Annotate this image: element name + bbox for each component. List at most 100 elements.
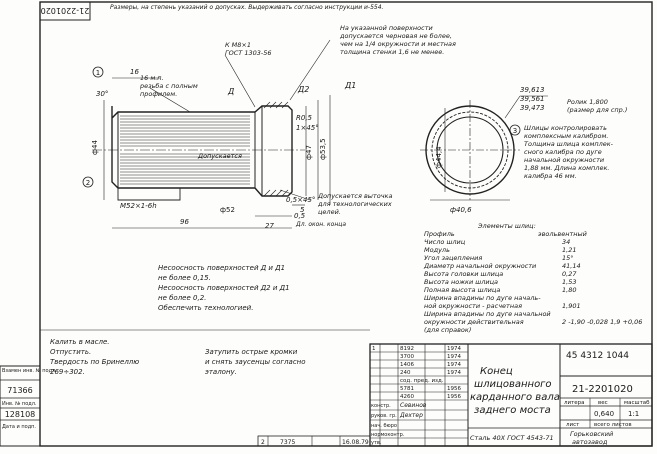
callout-gauge: Шлицы контролировать комплексным калибро… xyxy=(524,124,614,180)
spline-row-label: Высота головки шлица xyxy=(424,270,503,278)
spline-row-label: Модуль xyxy=(424,246,450,254)
part-name-line: заднего моста xyxy=(474,405,551,416)
spline-row-value: 2 -1,90 -0,028 1,9 +0,06 xyxy=(562,318,642,326)
edge-notes: Затупить острые кромки и снять заусенцы … xyxy=(205,348,306,376)
rev-cell: 1 xyxy=(372,346,376,352)
role-label: утв. xyxy=(371,440,382,446)
role-label: нормоконтр. xyxy=(371,432,405,438)
callout-thread-standard: К М8×1 ГОСТ 1303-56 xyxy=(225,41,271,57)
mark-circle-3 xyxy=(509,124,521,136)
rev-cell: 1406 xyxy=(400,362,414,368)
tech-note-line: не более 0,15. xyxy=(158,274,211,282)
rev-cell: 1956 xyxy=(447,394,461,400)
callout-thread-len-line: резьба с полным xyxy=(139,82,198,90)
callout-thread-std-line: К М8×1 xyxy=(225,41,251,49)
rev-header: сод. пред. изд. xyxy=(400,378,444,384)
callout-surface-line: толщина стенки 1,6 не менее. xyxy=(340,48,444,56)
callout-groove: Допускается выточка для технологических … xyxy=(317,192,392,216)
spline-row-label: окружности действительная xyxy=(424,318,524,326)
part-name: Конец шлицованного карданного вала задне… xyxy=(470,366,560,416)
dim-chamfer-2: 0,5×45° xyxy=(286,196,315,204)
spline-row-label: Ширина впадины по дуге начальной xyxy=(424,310,551,318)
side-label-3: Дата и подп. xyxy=(2,424,36,430)
dim-radius: R0,5 xyxy=(296,114,313,122)
spline-end-view xyxy=(420,95,548,201)
tech-note-line: не более 0,2. xyxy=(158,294,206,302)
datum-d2: Д2 xyxy=(297,85,309,94)
callout-groove-line: целей. xyxy=(318,208,341,216)
callout-gauge-line: Шлицы контролировать xyxy=(524,124,607,132)
spline-row-value: 41,14 xyxy=(562,262,581,270)
callout-surface: На указанной поверхности допускается чер… xyxy=(339,24,456,56)
part-name-line: Конец xyxy=(480,366,513,377)
spline-row-value: 1,21 xyxy=(562,246,576,254)
name-column: Севинов Дехтер xyxy=(399,402,427,419)
rev-cell: 1974 xyxy=(447,354,461,360)
spline-row-value: 1,80 xyxy=(562,286,576,294)
dim-d40: ф40,6 xyxy=(450,206,472,214)
spline-row-value: 1,53 xyxy=(562,278,576,286)
spline-profile-label: Профиль xyxy=(424,230,455,238)
scale-label: масштаб xyxy=(624,400,650,406)
rev-cell: 1974 xyxy=(447,362,461,368)
callout-surface-line: чем на 1/4 окружности и местная xyxy=(340,40,456,48)
mark-2: 2 xyxy=(86,179,90,187)
callout-ball-line: (размер для спр.) xyxy=(567,106,627,114)
callout-gauge-line: комплексным калибром. xyxy=(524,132,608,140)
role-label: нач. бюро xyxy=(371,423,397,429)
dim-length-96: 96 xyxy=(180,218,189,226)
dim-d44v: ф44,4 xyxy=(435,146,443,168)
rev-cell: 3700 xyxy=(400,354,414,360)
spline-row-value: 1,901 xyxy=(562,302,581,310)
dim-d44: ф44 xyxy=(91,140,99,155)
dim-chamfer-3: 0,5 xyxy=(294,212,306,220)
dim-chamfer-30: 30° xyxy=(96,90,108,98)
part-name-line: шлицованного xyxy=(474,379,552,390)
side-label-1: Взамен инв. № подл. xyxy=(2,368,57,374)
material: Сталь 40Х ГОСТ 4543-71 xyxy=(470,434,554,442)
rev-cell: 4260 xyxy=(400,394,414,400)
dim-d53: ф53,5 xyxy=(319,138,327,160)
callout-gauge-line: Толщина шлица комплек- xyxy=(524,140,614,148)
signer-name: Дехтер xyxy=(399,412,423,419)
sheets-label: всего листов xyxy=(594,422,632,428)
bottom-rev-row: 2 7375 16.08.79 xyxy=(261,439,369,446)
tech-note-line: Несоосность поверхностей Д2 и Д1 xyxy=(158,284,290,292)
part-name-line: карданного вала xyxy=(470,392,560,403)
dim-spline-2: 39,561 xyxy=(520,95,545,103)
datum-d: Д xyxy=(227,87,234,96)
bottom-rev-cell: 2 xyxy=(261,439,265,446)
spline-row-label: Диаметр начальной окружности xyxy=(423,262,536,270)
callout-thread-len-line: профилем. xyxy=(140,90,177,98)
mass-label: вес xyxy=(598,400,608,406)
spline-row-label: Число шлиц xyxy=(424,238,466,246)
spline-table-title: Элементы шлиц: xyxy=(477,222,536,230)
plant-name-2: автозавод xyxy=(572,438,608,446)
spline-row-value: 34 xyxy=(562,238,570,246)
spline-row-label: ной окружности - расчетная xyxy=(424,302,522,310)
heat-note-line: 269÷302. xyxy=(50,368,85,376)
callout-surface-line: На указанной поверхности xyxy=(340,24,433,32)
role-column: констр. руков. гр. нач. бюро нормоконтр.… xyxy=(371,403,405,446)
dim-length-16: 16 xyxy=(130,68,139,76)
spline-row-label: Высота ножки шлица xyxy=(424,278,498,286)
mass-value: 0,640 xyxy=(594,410,614,418)
tech-note-line: Обеспечить технологией. xyxy=(158,304,253,312)
litera-label: литера xyxy=(564,400,585,406)
drawing-number: 21-2201020 xyxy=(572,384,633,395)
signer-name: Севинов xyxy=(400,402,427,409)
mark-3: 3 xyxy=(513,127,517,135)
rev-cell: 240 xyxy=(400,370,411,376)
spline-row-label: Полная высота шлица xyxy=(424,286,500,294)
dim-spline-1: 39,613 xyxy=(520,86,545,94)
shaft-side-view xyxy=(92,39,331,229)
role-label: констр. xyxy=(371,403,391,409)
dim-spline-3: 39,473 xyxy=(520,104,545,112)
heat-note-line: Калить в масле. xyxy=(50,338,110,346)
heat-treatment-notes: Калить в масле. Отпустить. Твердость по … xyxy=(50,338,139,376)
tech-notes: Несоосность поверхностей Д и Д1 не более… xyxy=(158,264,290,312)
callout-ball-line: Ролик 1,800 xyxy=(567,98,608,106)
